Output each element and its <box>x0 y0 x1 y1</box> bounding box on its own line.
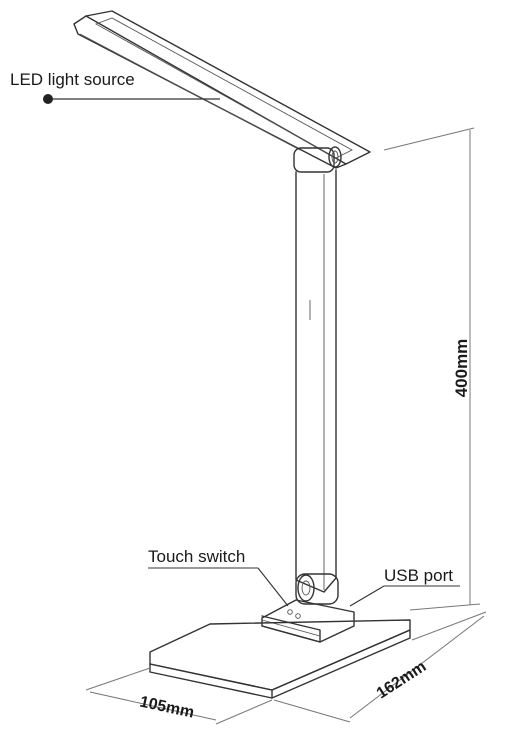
height-label: 400mm <box>452 339 471 398</box>
touch-switch-label: Touch switch <box>148 547 245 566</box>
depth-dimension: 162mm <box>273 611 487 723</box>
led-callout-dot <box>43 94 53 104</box>
width-dimension: 105mm <box>85 667 273 725</box>
lamp-base <box>149 619 411 699</box>
lamp-head <box>73 10 371 169</box>
height-dimension: 400mm <box>383 127 481 611</box>
led-light-source-label: LED light source <box>10 70 135 89</box>
depth-label: 162mm <box>374 658 430 702</box>
usb-port-callout: USB port <box>349 566 460 607</box>
usb-port-label: USB port <box>384 566 453 585</box>
led-callout: LED light source <box>10 70 220 104</box>
width-label: 105mm <box>138 694 195 722</box>
upper-hinge <box>293 146 342 173</box>
touch-switch-callout: Touch switch <box>148 547 289 607</box>
lamp-arm <box>295 169 337 593</box>
